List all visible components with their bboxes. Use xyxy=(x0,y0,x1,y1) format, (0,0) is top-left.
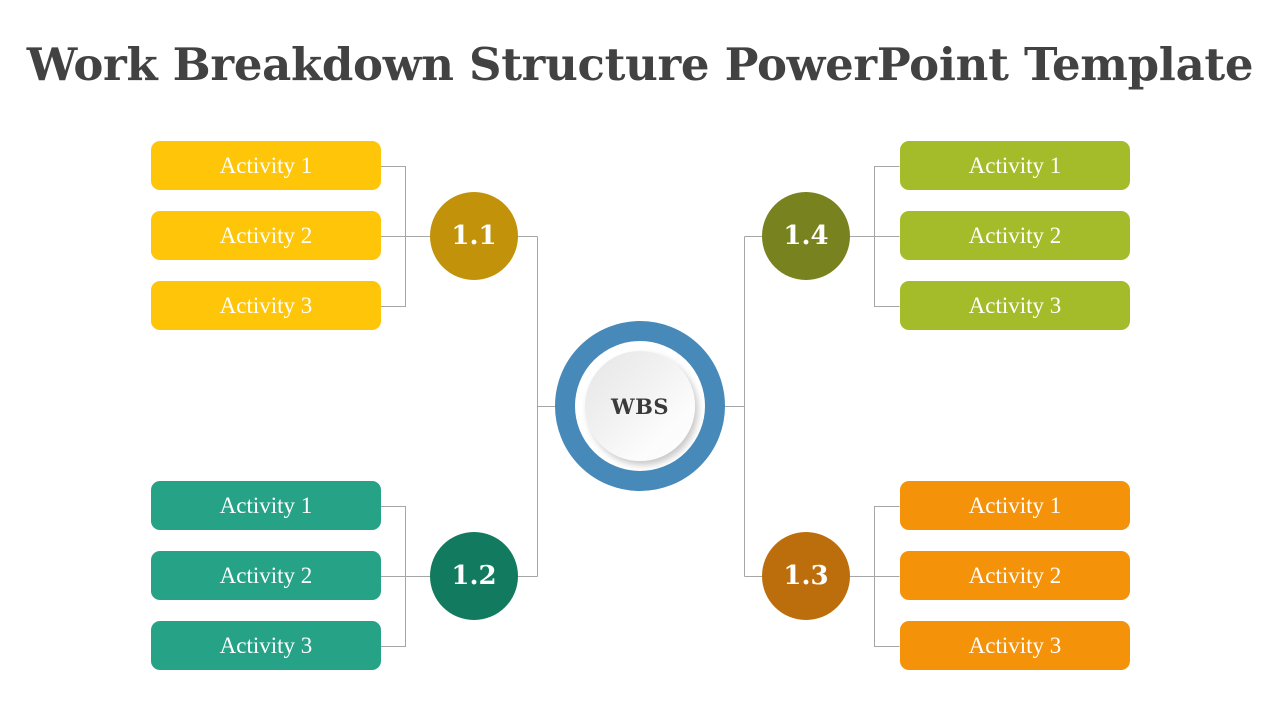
activity-label: Activity 2 xyxy=(219,563,313,588)
activity-box-1-4-1[interactable]: Activity 1 xyxy=(900,141,1130,190)
node-label: 1.1 xyxy=(451,221,497,251)
activity-label: Activity 1 xyxy=(219,153,313,178)
node-label: 1.4 xyxy=(783,221,829,251)
wbs-center-hub[interactable]: WBS xyxy=(555,321,725,491)
activity-box-1-4-2[interactable]: Activity 2 xyxy=(900,211,1130,260)
hub-label: WBS xyxy=(611,393,669,419)
activity-label: Activity 1 xyxy=(968,153,1062,178)
activity-box-1-2-1[interactable]: Activity 1 xyxy=(151,481,381,530)
node-circle-1-2[interactable]: 1.2 xyxy=(430,532,518,620)
activity-box-1-4-3[interactable]: Activity 3 xyxy=(900,281,1130,330)
activity-label: Activity 3 xyxy=(219,293,313,318)
activity-label: Activity 2 xyxy=(968,223,1062,248)
activity-box-1-3-2[interactable]: Activity 2 xyxy=(900,551,1130,600)
activity-box-1-1-1[interactable]: Activity 1 xyxy=(151,141,381,190)
node-circle-1-4[interactable]: 1.4 xyxy=(762,192,850,280)
hub-inner-circle: WBS xyxy=(585,351,695,461)
page-title: Work Breakdown Structure PowerPoint Temp… xyxy=(26,38,1254,91)
activity-label: Activity 3 xyxy=(968,633,1062,658)
activity-label: Activity 1 xyxy=(219,493,313,518)
activity-label: Activity 2 xyxy=(968,563,1062,588)
activity-box-1-1-2[interactable]: Activity 2 xyxy=(151,211,381,260)
activity-label: Activity 3 xyxy=(219,633,313,658)
node-circle-1-3[interactable]: 1.3 xyxy=(762,532,850,620)
activity-box-1-2-2[interactable]: Activity 2 xyxy=(151,551,381,600)
node-label: 1.2 xyxy=(451,561,497,591)
activity-box-1-3-3[interactable]: Activity 3 xyxy=(900,621,1130,670)
activity-label: Activity 3 xyxy=(968,293,1062,318)
node-label: 1.3 xyxy=(783,561,829,591)
activity-box-1-3-1[interactable]: Activity 1 xyxy=(900,481,1130,530)
activity-label: Activity 1 xyxy=(968,493,1062,518)
activity-label: Activity 2 xyxy=(219,223,313,248)
node-circle-1-1[interactable]: 1.1 xyxy=(430,192,518,280)
activity-box-1-1-3[interactable]: Activity 3 xyxy=(151,281,381,330)
activity-box-1-2-3[interactable]: Activity 3 xyxy=(151,621,381,670)
